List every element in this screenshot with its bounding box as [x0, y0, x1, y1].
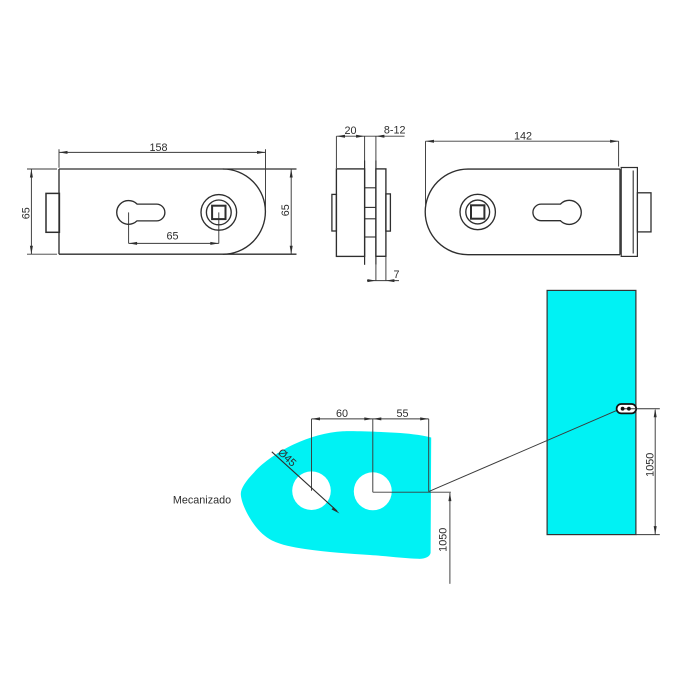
svg-text:20: 20 — [344, 125, 356, 137]
svg-text:65: 65 — [166, 231, 178, 243]
svg-text:65: 65 — [21, 207, 33, 219]
svg-text:1050: 1050 — [437, 528, 449, 552]
svg-text:1050: 1050 — [645, 453, 657, 477]
svg-text:7: 7 — [393, 269, 399, 281]
svg-text:55: 55 — [396, 408, 408, 420]
svg-text:60: 60 — [336, 408, 348, 420]
svg-text:65: 65 — [280, 204, 292, 216]
svg-text:142: 142 — [514, 131, 532, 143]
svg-text:Mecanizado: Mecanizado — [173, 494, 231, 506]
svg-text:158: 158 — [149, 142, 167, 154]
svg-text:8-12: 8-12 — [384, 125, 406, 137]
